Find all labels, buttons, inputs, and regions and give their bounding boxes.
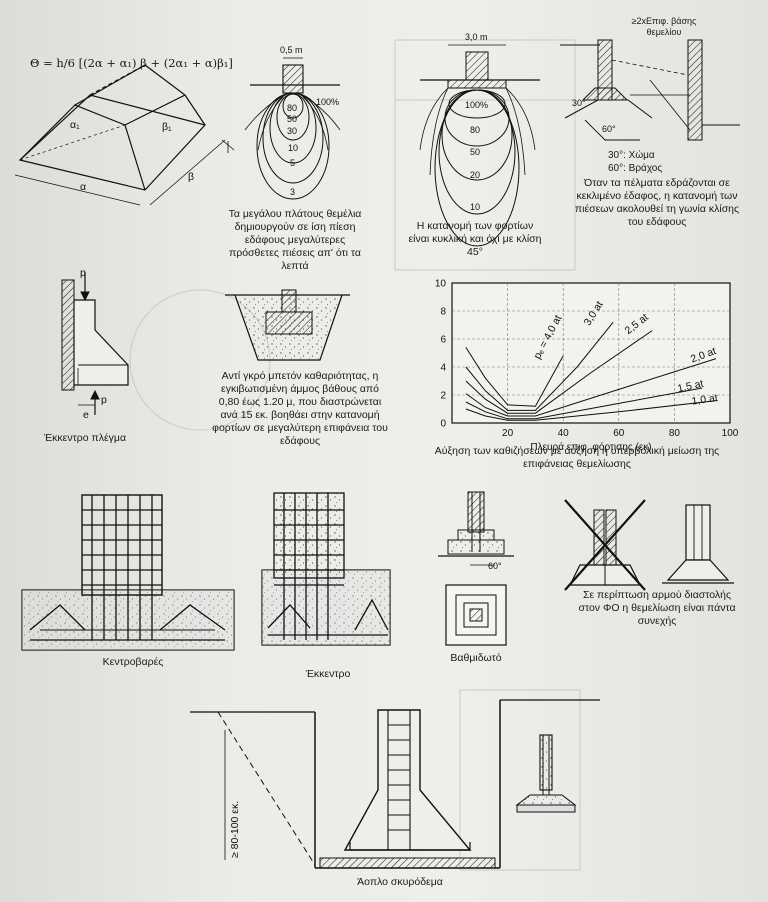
frustum-diagram — [14, 64, 235, 206]
chart-y-tick-label: 8 — [440, 307, 446, 318]
depth-label: ≥ 80-100 εκ. — [229, 801, 241, 858]
chart-x-tick-label: 40 — [558, 428, 570, 439]
wide-width-label: 3,0 m — [465, 32, 488, 42]
narrow-contour-100: 100% — [316, 97, 339, 107]
narrow-contour-3: 3 — [290, 187, 295, 197]
p-top-label: p — [80, 267, 86, 279]
beta1-label: β₁ — [162, 121, 172, 133]
chart-series-label: 1,5 at — [676, 378, 704, 395]
caption-eccentric-grid: Έκκεντρο πλέγμα — [43, 432, 127, 444]
chart-plot-area — [451, 282, 731, 424]
eccentric-grid-diagram — [61, 272, 129, 415]
caption-slope: Όταν τα πέλματα εδράζονται σε κεκλιμένο … — [574, 177, 740, 228]
chart-y-tick-label: 4 — [440, 363, 446, 374]
chart-x-tick-label: 100 — [722, 428, 739, 439]
wide-contour-50: 50 — [470, 147, 480, 157]
narrow-contour-50: 50 — [287, 114, 297, 124]
caption-expansion-joint: Σε περίπτωση αρμού διαστολής στον ΦΟ η θ… — [578, 589, 736, 627]
wide-footing-diagram — [419, 44, 540, 247]
wide-contour-10: 10 — [470, 202, 480, 212]
narrow-contour-30: 30 — [287, 126, 297, 136]
chart-caption: Αύξηση των καθιζήσεων με αύξηση ή υπερβο… — [434, 445, 720, 470]
chart-series-label: 1,0 at — [691, 392, 719, 408]
p-bottom-label: p — [101, 394, 107, 406]
chart-series-line — [465, 400, 717, 421]
caption-wide-footing: Τα μεγάλου πλάτους θεμέλια δημιουργούν σ… — [228, 208, 362, 272]
chart-series-line — [465, 358, 717, 417]
chart-x-axis-label: Πλευρά επιφ. φόρτισης (εκ) — [530, 441, 651, 453]
e-label: e — [83, 409, 89, 421]
caption-sand-bed: Αντί γκρό μπετόν καθαριότητας, η εγκιβωτ… — [212, 370, 388, 447]
frustum-formula: Θ = h/6 [(2α + α₁) β + (2α₁ + α)β₁] — [30, 56, 233, 70]
chart-x-tick-label: 60 — [613, 428, 625, 439]
deep-footing-diagram — [190, 699, 600, 869]
narrow-footing-diagram — [244, 57, 341, 200]
chart-series-line — [465, 321, 614, 411]
eccentric-footing-diagram — [261, 492, 391, 646]
beta-label: β — [188, 171, 194, 183]
centric-footing-diagram — [21, 494, 235, 651]
slope-angle-30: 30° — [572, 98, 586, 108]
caption-plain-concrete: Άοπλο σκυρόδεμα — [357, 876, 443, 888]
chart-y-tick-label: 2 — [440, 391, 446, 402]
background-ghost — [129, 39, 581, 871]
chart-x-tick-label: 80 — [669, 428, 681, 439]
alpha-label: α — [80, 181, 86, 193]
slope-legend-rock: 60°: Βράχος — [608, 163, 663, 174]
chart-y-tick-label: 6 — [440, 335, 446, 346]
alpha1-label: α₁ — [70, 119, 80, 131]
caption-load-distribution: Η κατανομή των φορτίων είναι κυκλική και… — [408, 220, 542, 258]
slope-footing-diagram — [560, 39, 740, 141]
slope-angle-60: 60° — [602, 124, 616, 134]
expansion-joint-diagram — [564, 499, 734, 591]
narrow-contour-10: 10 — [288, 143, 298, 153]
chart-series-line — [465, 347, 564, 407]
wide-contour-100: 100% — [465, 100, 488, 110]
narrow-contour-5: 5 — [290, 158, 295, 168]
chart-series-line — [465, 330, 653, 414]
wide-contour-20: 20 — [470, 170, 480, 180]
chart-x-tick-label: 20 — [502, 428, 514, 439]
narrow-contour-80: 80 — [287, 103, 297, 113]
slope-legend-soil: 30°: Χώμα — [608, 150, 655, 161]
stepped-angle-label: 60° — [488, 561, 502, 571]
stepped-footing-diagram — [438, 491, 514, 646]
chart-y-tick-label: 10 — [435, 279, 447, 290]
sand-bed-diagram — [225, 289, 350, 361]
diagram-labels: α₁ β₁ α β 0,5 m 80 50 30 100% 10 5 3 3,0… — [70, 32, 616, 858]
caption-stepped: Βαθμιδωτό — [450, 652, 502, 664]
caption-centric: Κεντροβαρές — [102, 656, 164, 668]
caption-eccentric: Έκκεντρο — [305, 668, 351, 680]
narrow-width-label: 0,5 m — [280, 45, 303, 55]
chart-y-tick-label: 0 — [440, 419, 446, 430]
slope-top-label: ≥2xΕπιφ. βάσης θεμελίου — [631, 16, 697, 37]
chart-series-line — [465, 387, 703, 420]
wide-contour-80: 80 — [470, 125, 480, 135]
